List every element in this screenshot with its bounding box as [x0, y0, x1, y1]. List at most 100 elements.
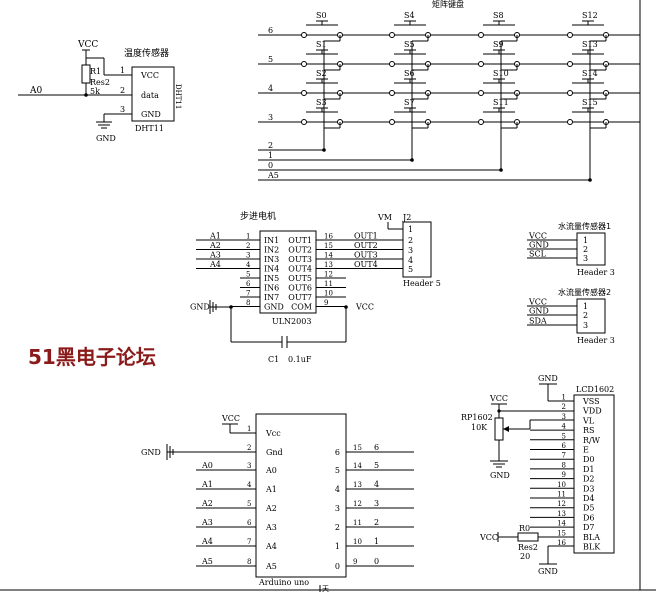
switch-contact	[301, 32, 307, 38]
lcd-pin-num: 2	[562, 403, 566, 411]
arduino-gnd-net: GND	[141, 448, 161, 457]
lcd-ref: LCD1602	[576, 385, 614, 394]
arduino-pin-num: 6	[247, 519, 252, 527]
lcd-gnd-bottom: GND	[538, 567, 558, 576]
uln-pin-name: OUT5	[288, 274, 312, 283]
pot-ref: RP1602	[461, 413, 493, 422]
arduino-ref: Arduino uno	[258, 578, 309, 587]
lcd-pin-num: 12	[557, 500, 566, 508]
uln-in-net: A3	[209, 251, 221, 260]
lcd-pin-num: 8	[562, 461, 566, 469]
arduino-pin-name: 2	[335, 523, 340, 532]
pot-rp1602	[494, 417, 504, 441]
matrix-row-net: 3	[268, 113, 273, 122]
uln-pin-num: 10	[324, 290, 333, 298]
switch-s6: S6	[404, 69, 415, 78]
flow1-net: SCL	[529, 250, 547, 259]
switch-contact	[478, 119, 484, 125]
arduino-pin-num: 7	[247, 538, 251, 546]
uln-pin-name: IN4	[264, 265, 279, 274]
lcd-pin-name: D5	[583, 504, 595, 513]
flow2-net: VCC	[528, 298, 547, 307]
lcd-pin-num: 11	[557, 491, 566, 499]
flow1-pin: 2	[583, 245, 588, 254]
pot-value: 10K	[471, 423, 488, 432]
dht11-pin-num: 1	[120, 66, 125, 75]
flow1-net: VCC	[528, 232, 547, 241]
arduino-pin-num: 11	[353, 519, 362, 527]
switch-contact	[567, 90, 573, 96]
uln-out-net: OUT3	[354, 251, 378, 260]
arduino-left-net: A1	[201, 480, 213, 489]
arduino-pin-num: 12	[353, 500, 362, 508]
uln-pin-num: 7	[246, 290, 250, 298]
lcd-pin-num: 4	[562, 423, 567, 431]
uln-out-net: OUT1	[354, 232, 378, 241]
dht11-pin-num: 3	[120, 105, 125, 114]
lcd-pin-num: 5	[562, 432, 566, 440]
junction-dot	[499, 168, 503, 172]
switch-contact	[301, 119, 307, 125]
uln-gnd-net: GND	[190, 303, 210, 312]
arduino-pin-num: 15	[353, 444, 362, 452]
dht11-block: 温度传感器 VCC R1 Res2 5k A0 GND DHT11 DHT11 …	[18, 40, 182, 143]
switch-s0: S0	[316, 11, 327, 20]
switch-contact	[567, 32, 573, 38]
matrix-keypad: 矩阵键盘 6543210A5S0S1S2S3S4S5S6S7S8S9S10S11…	[258, 0, 640, 182]
resistor-r1	[81, 64, 91, 84]
arduino-pin-name: A5	[265, 562, 277, 571]
r1-name: Res2	[90, 78, 110, 87]
switch-s1: S1	[316, 40, 327, 49]
uln-pin-num: 13	[324, 261, 333, 269]
lcd-pin-num: 13	[557, 510, 566, 518]
arduino-pin-name: 3	[335, 504, 340, 513]
uln-pin-num: 8	[246, 299, 250, 307]
arduino-pin-name: 1	[335, 542, 340, 551]
uln-pin-name: OUT7	[288, 293, 312, 302]
r0-ref: R0	[519, 524, 530, 533]
arduino-pin-num: 9	[353, 558, 357, 566]
lcd-pin-num: 16	[557, 539, 566, 547]
arduino-pin-num: 3	[247, 462, 251, 470]
arduino-pin-num: 5	[247, 500, 251, 508]
switch-s3: S3	[316, 98, 327, 107]
switch-contact	[389, 90, 395, 96]
lcd-pin-num: 6	[562, 442, 567, 450]
uln-pin-name: GND	[264, 303, 284, 312]
lcd-pin-num: 3	[562, 413, 566, 421]
arduino-pin-name: Gnd	[266, 448, 283, 457]
arduino-pin-num: 2	[247, 444, 251, 452]
corner-label: 天	[322, 585, 329, 592]
arduino-right-net: 6	[374, 443, 379, 452]
switch-s8: S8	[493, 11, 504, 20]
lcd-pin-name: VL	[582, 416, 595, 425]
lcd-pin-num: 7	[562, 452, 566, 460]
dht11-pin-name: VCC	[140, 71, 159, 80]
flow1-body	[576, 232, 606, 266]
lcd-pin-num: 14	[557, 520, 566, 528]
switch-contact	[389, 119, 395, 125]
j2-pin-num: 4	[408, 256, 413, 265]
dht11-pin-name: data	[141, 91, 159, 100]
arduino-pin-name: 5	[335, 466, 340, 475]
uln-pin-num: 15	[324, 242, 333, 250]
uln-pin-num: 14	[324, 252, 333, 260]
j2-footer: Header 5	[403, 279, 441, 288]
uln-pin-num: 9	[324, 299, 328, 307]
dht11-vcc-net: VCC	[77, 40, 98, 50]
lcd-pin-name: VSS	[582, 397, 600, 406]
uln-pin-num: 6	[246, 280, 251, 288]
dht11-pin-num: 2	[120, 86, 125, 95]
dht11-ref: DHT11	[135, 124, 164, 133]
switch-contact	[478, 32, 484, 38]
r1-ref: R1	[90, 67, 101, 76]
uln-pin-num: 4	[246, 261, 251, 269]
switch-contact	[567, 119, 573, 125]
r1-value: 5k	[90, 87, 100, 96]
arduino-pin-num: 4	[247, 481, 252, 489]
flow1-pin: 1	[583, 236, 588, 245]
